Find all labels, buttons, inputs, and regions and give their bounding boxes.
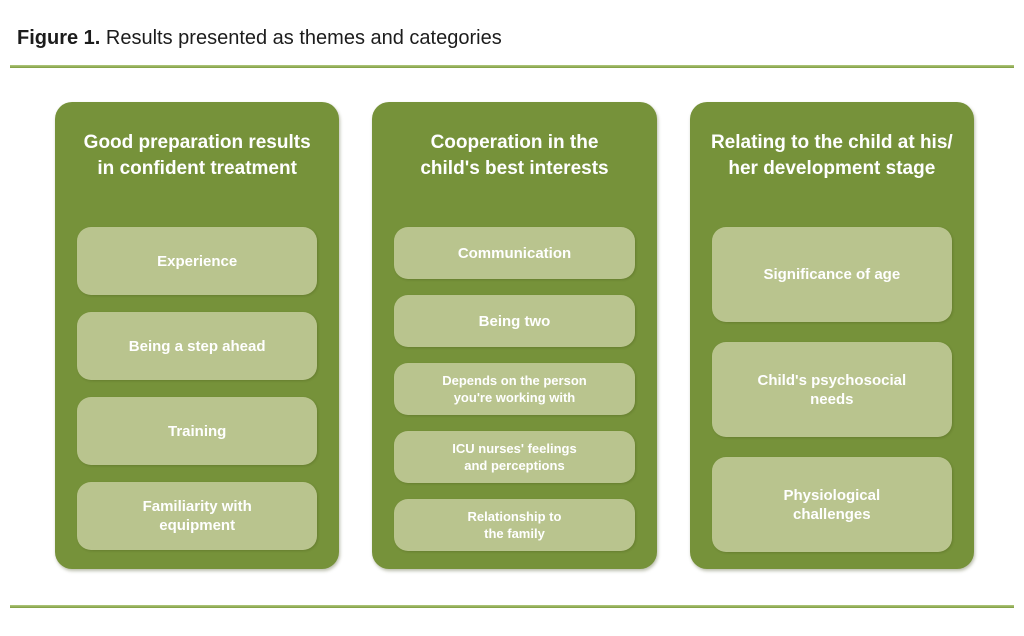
category-box: Experience	[77, 227, 318, 295]
top-divider	[10, 65, 1014, 68]
category-box: Being a step ahead	[77, 312, 318, 380]
theme-title: Relating to the child at his/ her develo…	[710, 132, 953, 179]
theme-title: Cooperation in the child's best interest…	[420, 132, 609, 179]
category-box: ICU nurses' feelings and perceptions	[394, 431, 635, 483]
themes-diagram: Good preparation results in confident tr…	[55, 102, 974, 569]
category-box: Relationship to the family	[394, 499, 635, 551]
category-box: Physiological challenges	[711, 457, 952, 552]
category-list: Experience Being a step ahead Training F…	[77, 227, 318, 550]
category-list: Significance of age Child's psychosocial…	[711, 227, 952, 552]
theme-column-cooperation: Cooperation in the child's best interest…	[372, 102, 657, 569]
theme-title: Good preparation results in confident tr…	[83, 132, 311, 179]
theme-column-relating: Relating to the child at his/ her develo…	[689, 102, 974, 569]
bottom-divider	[10, 605, 1014, 608]
category-box: Depends on the person you're working wit…	[394, 363, 635, 415]
theme-column-preparation: Good preparation results in confident tr…	[55, 102, 340, 569]
category-box: Significance of age	[711, 227, 952, 322]
figure-title: Figure 1. Results presented as themes an…	[17, 25, 1008, 51]
category-box: Child's psychosocial needs	[711, 342, 952, 437]
category-list: Communication Being two Depends on the p…	[394, 227, 635, 551]
figure-label: Figure 1.	[17, 27, 101, 49]
category-box: Communication	[394, 227, 635, 279]
figure-caption: Results presented as themes and categori…	[100, 27, 502, 49]
figure-caption-row: Figure 1. Results presented as themes an…	[0, 0, 1024, 51]
category-box: Being two	[394, 295, 635, 347]
category-box: Familiarity with equipment	[77, 482, 318, 550]
category-box: Training	[77, 397, 318, 465]
